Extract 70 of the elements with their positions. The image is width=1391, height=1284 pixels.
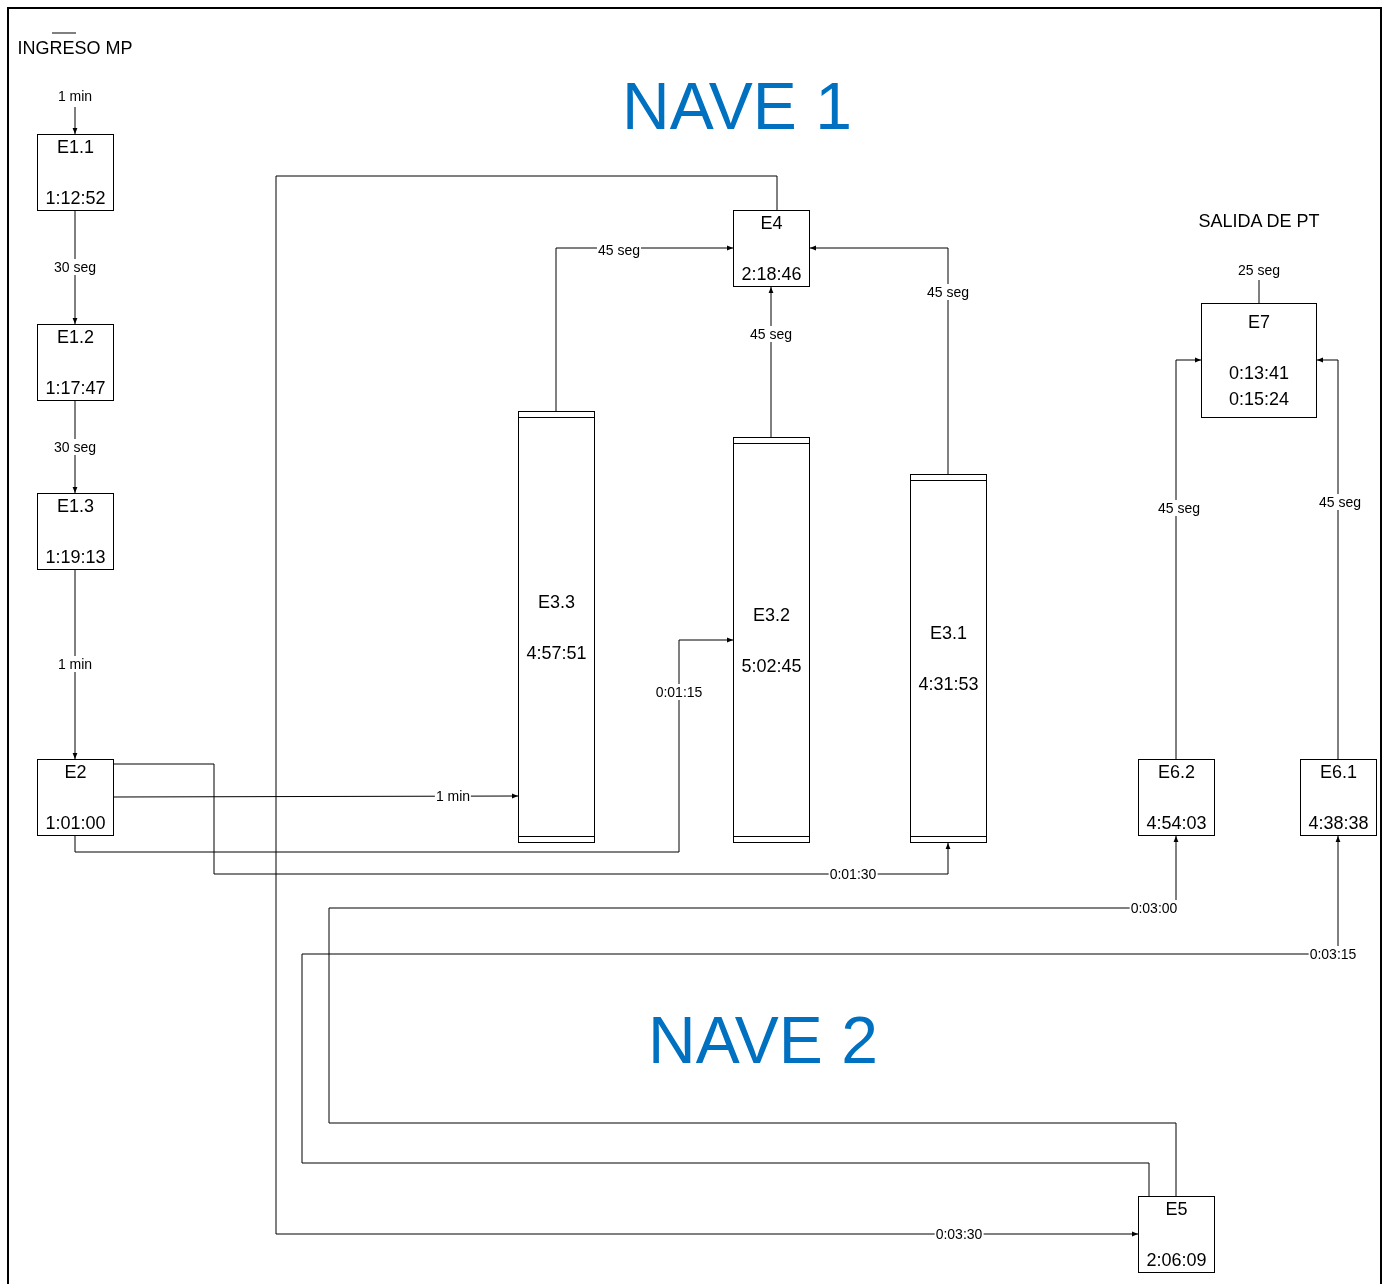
end-label: SALIDA DE PT: [1198, 212, 1320, 230]
edge-label: 25 seg: [1237, 262, 1281, 278]
station-box: [37, 324, 114, 401]
station-name: E7: [1248, 312, 1270, 332]
station-name: E1.3: [57, 496, 94, 516]
time-value: 0:15:24: [1228, 389, 1290, 409]
edge-label: 0:03:30: [934, 1226, 984, 1242]
edge-label: 45 seg: [749, 326, 793, 342]
connector-arrow: [768, 286, 774, 438]
edge-label: 0:01:15: [654, 684, 704, 700]
station-box: [37, 759, 114, 836]
station-name: E1.2: [57, 327, 94, 347]
edge-label: 45 seg: [926, 284, 970, 300]
edge-label: 45 seg: [597, 242, 641, 258]
station-name: E6.1: [1320, 762, 1357, 782]
station-box: [37, 134, 114, 211]
connector-arrow: [74, 637, 734, 853]
edge-label: 0:03:15: [1308, 946, 1358, 962]
edge-label: 30 seg: [53, 259, 97, 275]
time-value: 5:02:45: [741, 656, 802, 676]
time-value: 2:06:09: [1146, 1250, 1207, 1270]
connector-arrow: [72, 106, 78, 135]
connector-arrow: [72, 210, 78, 325]
edge-label: 45 seg: [1157, 500, 1201, 516]
tank-box: [518, 411, 595, 843]
connector-arrow: [113, 763, 951, 875]
station-box: [1138, 1196, 1215, 1273]
edge-label: 1 min: [56, 88, 94, 104]
connector-arrow: [72, 569, 78, 760]
time-value: 0:13:41: [1228, 363, 1290, 383]
area-title: NAVE 1: [622, 73, 852, 139]
station-name: E4: [760, 213, 783, 233]
connector-arrow: [1316, 357, 1339, 760]
connector-arrow: [809, 245, 949, 475]
station-name: E3.1: [930, 623, 967, 643]
tank-box: [910, 474, 987, 843]
time-value: 1:17:47: [45, 378, 106, 398]
time-value: 4:57:51: [526, 643, 587, 663]
connector-arrow: [1175, 357, 1202, 760]
edge-label: 30 seg: [53, 439, 97, 455]
station-box: [1201, 303, 1317, 418]
time-value: 1:01:00: [45, 813, 106, 833]
station-name: E3.2: [753, 605, 790, 625]
start-label: INGRESO MP: [17, 39, 133, 57]
time-value: 4:38:38: [1308, 813, 1369, 833]
station-box: [1138, 759, 1215, 836]
station-name: E1.1: [57, 137, 94, 157]
time-value: 4:54:03: [1146, 813, 1207, 833]
station-box: [733, 210, 810, 287]
connector-arrow: [328, 835, 1179, 1197]
station-name: E5: [1165, 1199, 1188, 1219]
station-name: E6.2: [1158, 762, 1195, 782]
connector-arrow: [275, 175, 1139, 1237]
connector-arrow: [113, 793, 519, 799]
time-value: 4:31:53: [918, 674, 979, 694]
connector-arrow: [301, 835, 1341, 1197]
station-name: E2: [64, 762, 87, 782]
station-box: [37, 493, 114, 570]
time-value: 1:19:13: [45, 547, 106, 567]
time-value: 2:18:46: [741, 264, 802, 284]
tank-box: [733, 437, 810, 843]
edge-label: 1 min: [56, 656, 94, 672]
station-box: [1300, 759, 1377, 836]
area-title: NAVE 2: [648, 1007, 878, 1073]
edge-label: 0:01:30: [828, 866, 878, 882]
time-value: 1:12:52: [45, 188, 106, 208]
edge-label: 0:03:00: [1129, 900, 1179, 916]
station-name: E3.3: [538, 592, 575, 612]
edge-label: 45 seg: [1318, 494, 1362, 510]
edge-label: 1 min: [434, 788, 472, 804]
